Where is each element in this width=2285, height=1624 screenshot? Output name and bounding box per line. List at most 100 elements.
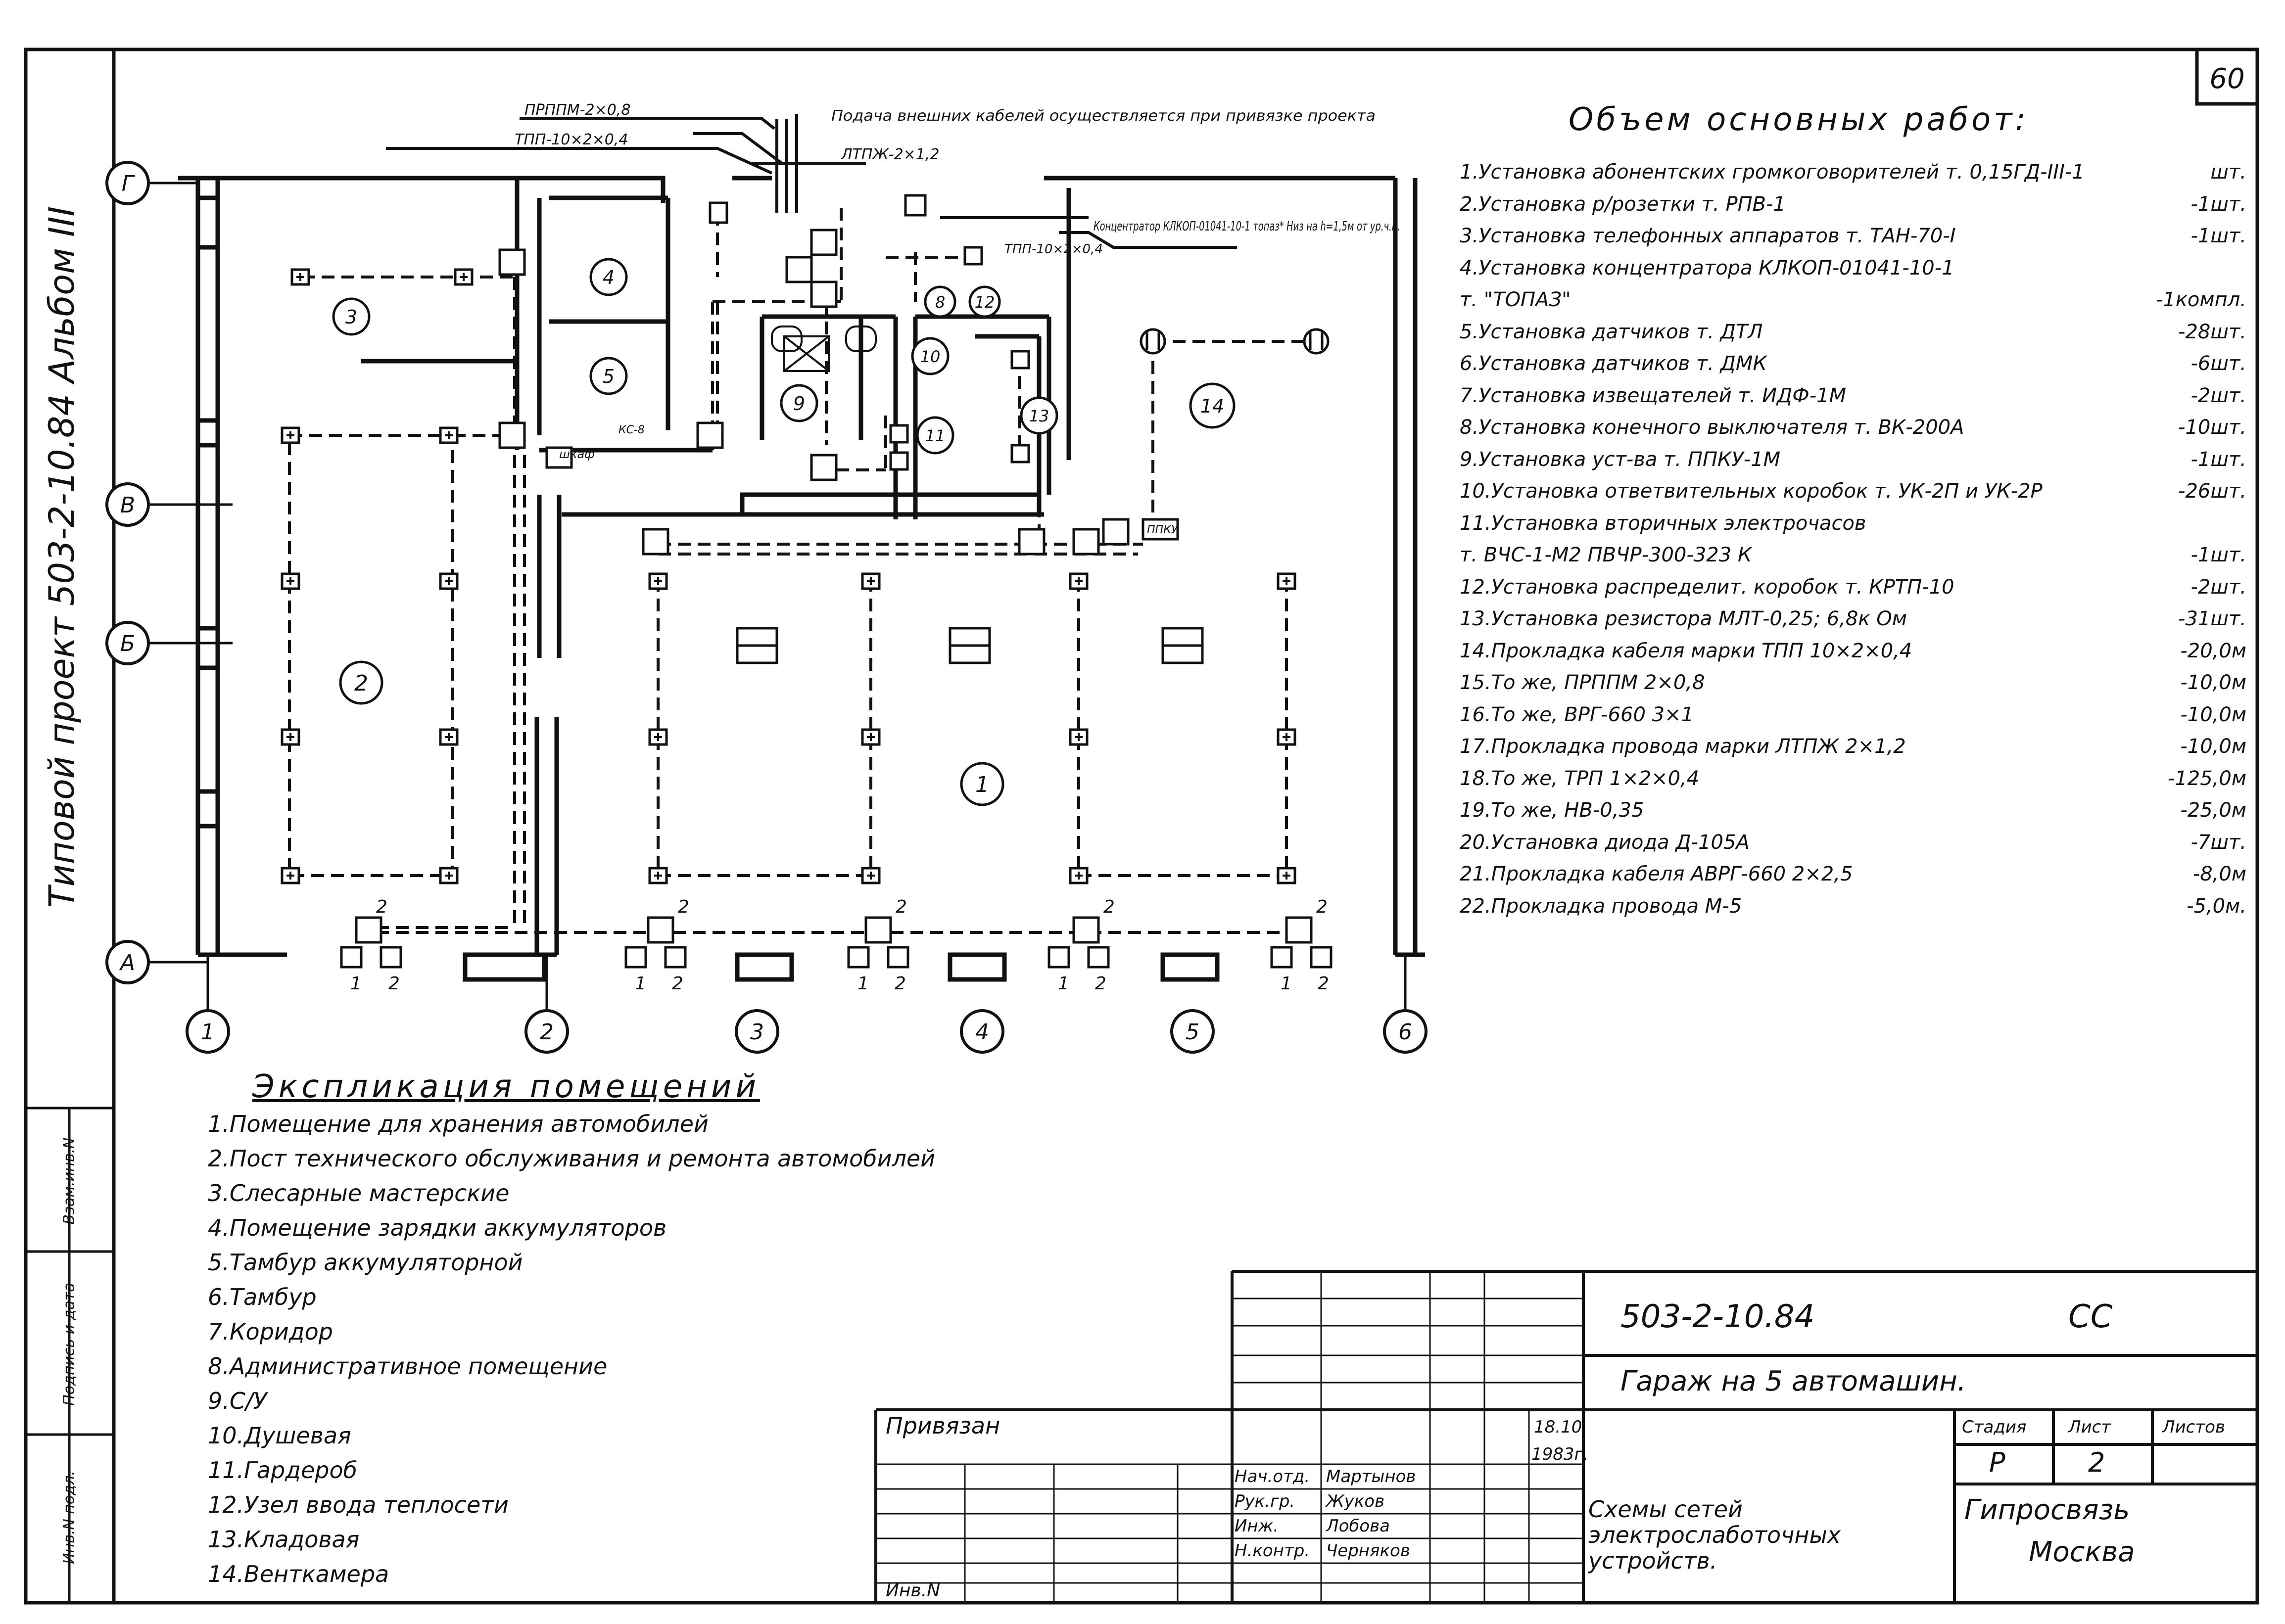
title-role: Рук.гр. <box>1235 1491 1295 1511</box>
sheet-frame <box>24 47 2259 1605</box>
works-item-qty: -1компл. <box>2155 288 2246 311</box>
svg-text:1: 1 <box>350 974 362 994</box>
svg-text:1: 1 <box>857 974 869 994</box>
works-item: 6.Установка датчиков т. ДМК <box>1460 352 1767 375</box>
works-item-qty: -20,0м <box>2180 639 2246 662</box>
axis-number-2: 2 <box>540 1020 554 1045</box>
works-item-qty: -31шт. <box>2178 607 2246 630</box>
explication-item: 4.Помещение зарядки аккумуляторов <box>208 1214 667 1241</box>
cable-label-tpp-2: ТПП-10×2×0,4 <box>1004 242 1103 257</box>
title-object: Гараж на 5 автомашин. <box>1620 1365 1966 1397</box>
axis-bubble-2 <box>524 1009 569 1054</box>
works-item-qty: -5,0м. <box>2187 894 2246 918</box>
axis-bubble-6 <box>1383 1009 1428 1054</box>
works-item-qty: -125,0м <box>2167 767 2246 790</box>
axis-number-1: 1 <box>201 1020 215 1045</box>
axis-letter-G: Г <box>122 171 136 196</box>
axis-letter-A: А <box>119 950 135 975</box>
explication-title: Экспликация помещений <box>252 1068 761 1105</box>
axis-number-3: 3 <box>750 1020 764 1045</box>
works-item-qty: -26шт. <box>2178 480 2246 503</box>
title-inv: Инв.N <box>886 1580 941 1601</box>
works-item: т. "ТОПАЗ" <box>1460 288 1571 311</box>
title-bound: Привязан <box>886 1412 1000 1439</box>
explication-item: 8.Административное помещение <box>208 1353 608 1380</box>
detector-plus <box>286 273 1290 880</box>
label-ks8: КС-8 <box>619 424 645 436</box>
axis-bubble-V <box>105 482 150 527</box>
label-cabinet: шкаф <box>559 447 595 461</box>
explication-item: 13.Кладовая <box>208 1526 360 1553</box>
explication-item: 2.Пост технического обслуживания и ремон… <box>208 1145 936 1172</box>
room-3: 3 <box>345 306 357 328</box>
works-item-qty: -2шт. <box>2190 575 2247 599</box>
title-city: Москва <box>2029 1536 2135 1568</box>
junction-boxes <box>355 229 1313 944</box>
works-item-qty: -7шт. <box>2190 831 2247 854</box>
works-item-qty: -10,0м <box>2180 671 2246 694</box>
title-date-day: 18.10 <box>1534 1417 1582 1437</box>
svg-text:2: 2 <box>1095 974 1106 994</box>
explication-item: 6.Тамбур <box>208 1284 317 1310</box>
note-external-cables: Подача внешних кабелей осуществляется пр… <box>831 107 1376 125</box>
works-item: 16.То же, ВРГ-660 3×1 <box>1460 703 1694 726</box>
axis-letter-B: Б <box>120 631 135 656</box>
axis-bubble-B <box>105 621 150 665</box>
works-title: Объем основных работ: <box>1569 101 2029 138</box>
title-sheet-no: 2 <box>2088 1447 2105 1478</box>
title-sheet-header: Лист <box>2068 1417 2111 1437</box>
room-14: 14 <box>1200 395 1224 417</box>
works-item-qty: -10шт. <box>2178 416 2246 439</box>
works-item: 5.Установка датчиков т. ДТЛ <box>1460 320 1763 343</box>
works-item: 14.Прокладка кабеля марки ТПП 10×2×0,4 <box>1460 639 1912 662</box>
axis-number-6: 6 <box>1398 1020 1412 1045</box>
explication-item: 1.Помещение для хранения автомобилей <box>208 1111 709 1137</box>
note-concentrator: Концентратор КЛКОП-01041-10-1 топаз* Низ… <box>1094 219 1400 234</box>
room-2: 2 <box>354 671 368 696</box>
title-role: Инж. <box>1235 1516 1279 1536</box>
room-8: 8 <box>935 293 945 312</box>
cable-label-prppm: ПРППМ-2×0,8 <box>524 101 630 119</box>
room-9: 9 <box>793 393 805 415</box>
works-item-qty: -1шт. <box>2190 192 2247 216</box>
title-role-name: Мартынов <box>1326 1467 1416 1486</box>
svg-text:2: 2 <box>388 974 400 994</box>
axis-bubble-3 <box>735 1009 779 1054</box>
explication-item: 3.Слесарные мастерские <box>208 1180 510 1206</box>
works-item-qty: -6шт. <box>2190 352 2247 375</box>
side-stamp <box>26 1107 114 1603</box>
works-item: 8.Установка конечного выключателя т. ВК-… <box>1460 416 1964 439</box>
svg-text:2: 2 <box>1103 897 1115 917</box>
works-item-qty: -28шт. <box>2178 320 2246 343</box>
sheet-number-box <box>2195 47 2259 106</box>
axis-bubble-4 <box>960 1009 1004 1054</box>
title-role-name: Жуков <box>1326 1491 1385 1511</box>
axis-bubble-A <box>105 940 150 984</box>
limit-switch-labels: 1 2 1 2 1 2 1 2 1 2 2 2 2 2 2 <box>350 897 1329 994</box>
axis-letter-V: В <box>120 493 135 518</box>
works-item-qty: -1шт. <box>2190 448 2247 471</box>
works-item-qty: -2шт. <box>2190 384 2247 407</box>
cable-label-ltpzh: ЛТПЖ-2×1,2 <box>841 146 940 163</box>
cable-label-tpp: ТПП-10×2×0,4 <box>515 131 628 148</box>
works-item: 4.Установка концентратора КЛКОП-01041-10… <box>1460 256 1954 279</box>
svg-text:1: 1 <box>1281 974 1292 994</box>
works-item: 20.Установка диода Д-105А <box>1460 831 1750 854</box>
title-drawing: Схемы сетей электрослаботочных устройств… <box>1588 1496 1841 1574</box>
works-item: 15.То же, ПРППМ 2×0,8 <box>1460 671 1705 694</box>
works-item: 17.Прокладка провода марки ЛТПЖ 2×1,2 <box>1460 735 1906 758</box>
works-item: 3.Установка телефонных аппаратов т. ТАН-… <box>1460 225 1956 247</box>
explication-item: 11.Гардероб <box>208 1457 357 1484</box>
room-circles <box>332 258 1236 806</box>
works-item: 18.То же, ТРП 1×2×0,4 <box>1460 767 1700 790</box>
works-item: т. ВЧС-1-М2 ПВЧР-300-323 К <box>1460 544 1752 566</box>
title-sheets-header: Листов <box>2162 1417 2226 1437</box>
works-item: 19.То же, НВ-0,35 <box>1460 799 1644 822</box>
axis-number-5: 5 <box>1186 1020 1199 1045</box>
explication-item: 5.Тамбур аккумуляторной <box>208 1249 523 1276</box>
works-item: 11.Установка вторичных электрочасов <box>1460 511 1866 535</box>
sheet-number: 60 <box>2209 63 2244 95</box>
svg-text:2: 2 <box>1318 974 1329 994</box>
